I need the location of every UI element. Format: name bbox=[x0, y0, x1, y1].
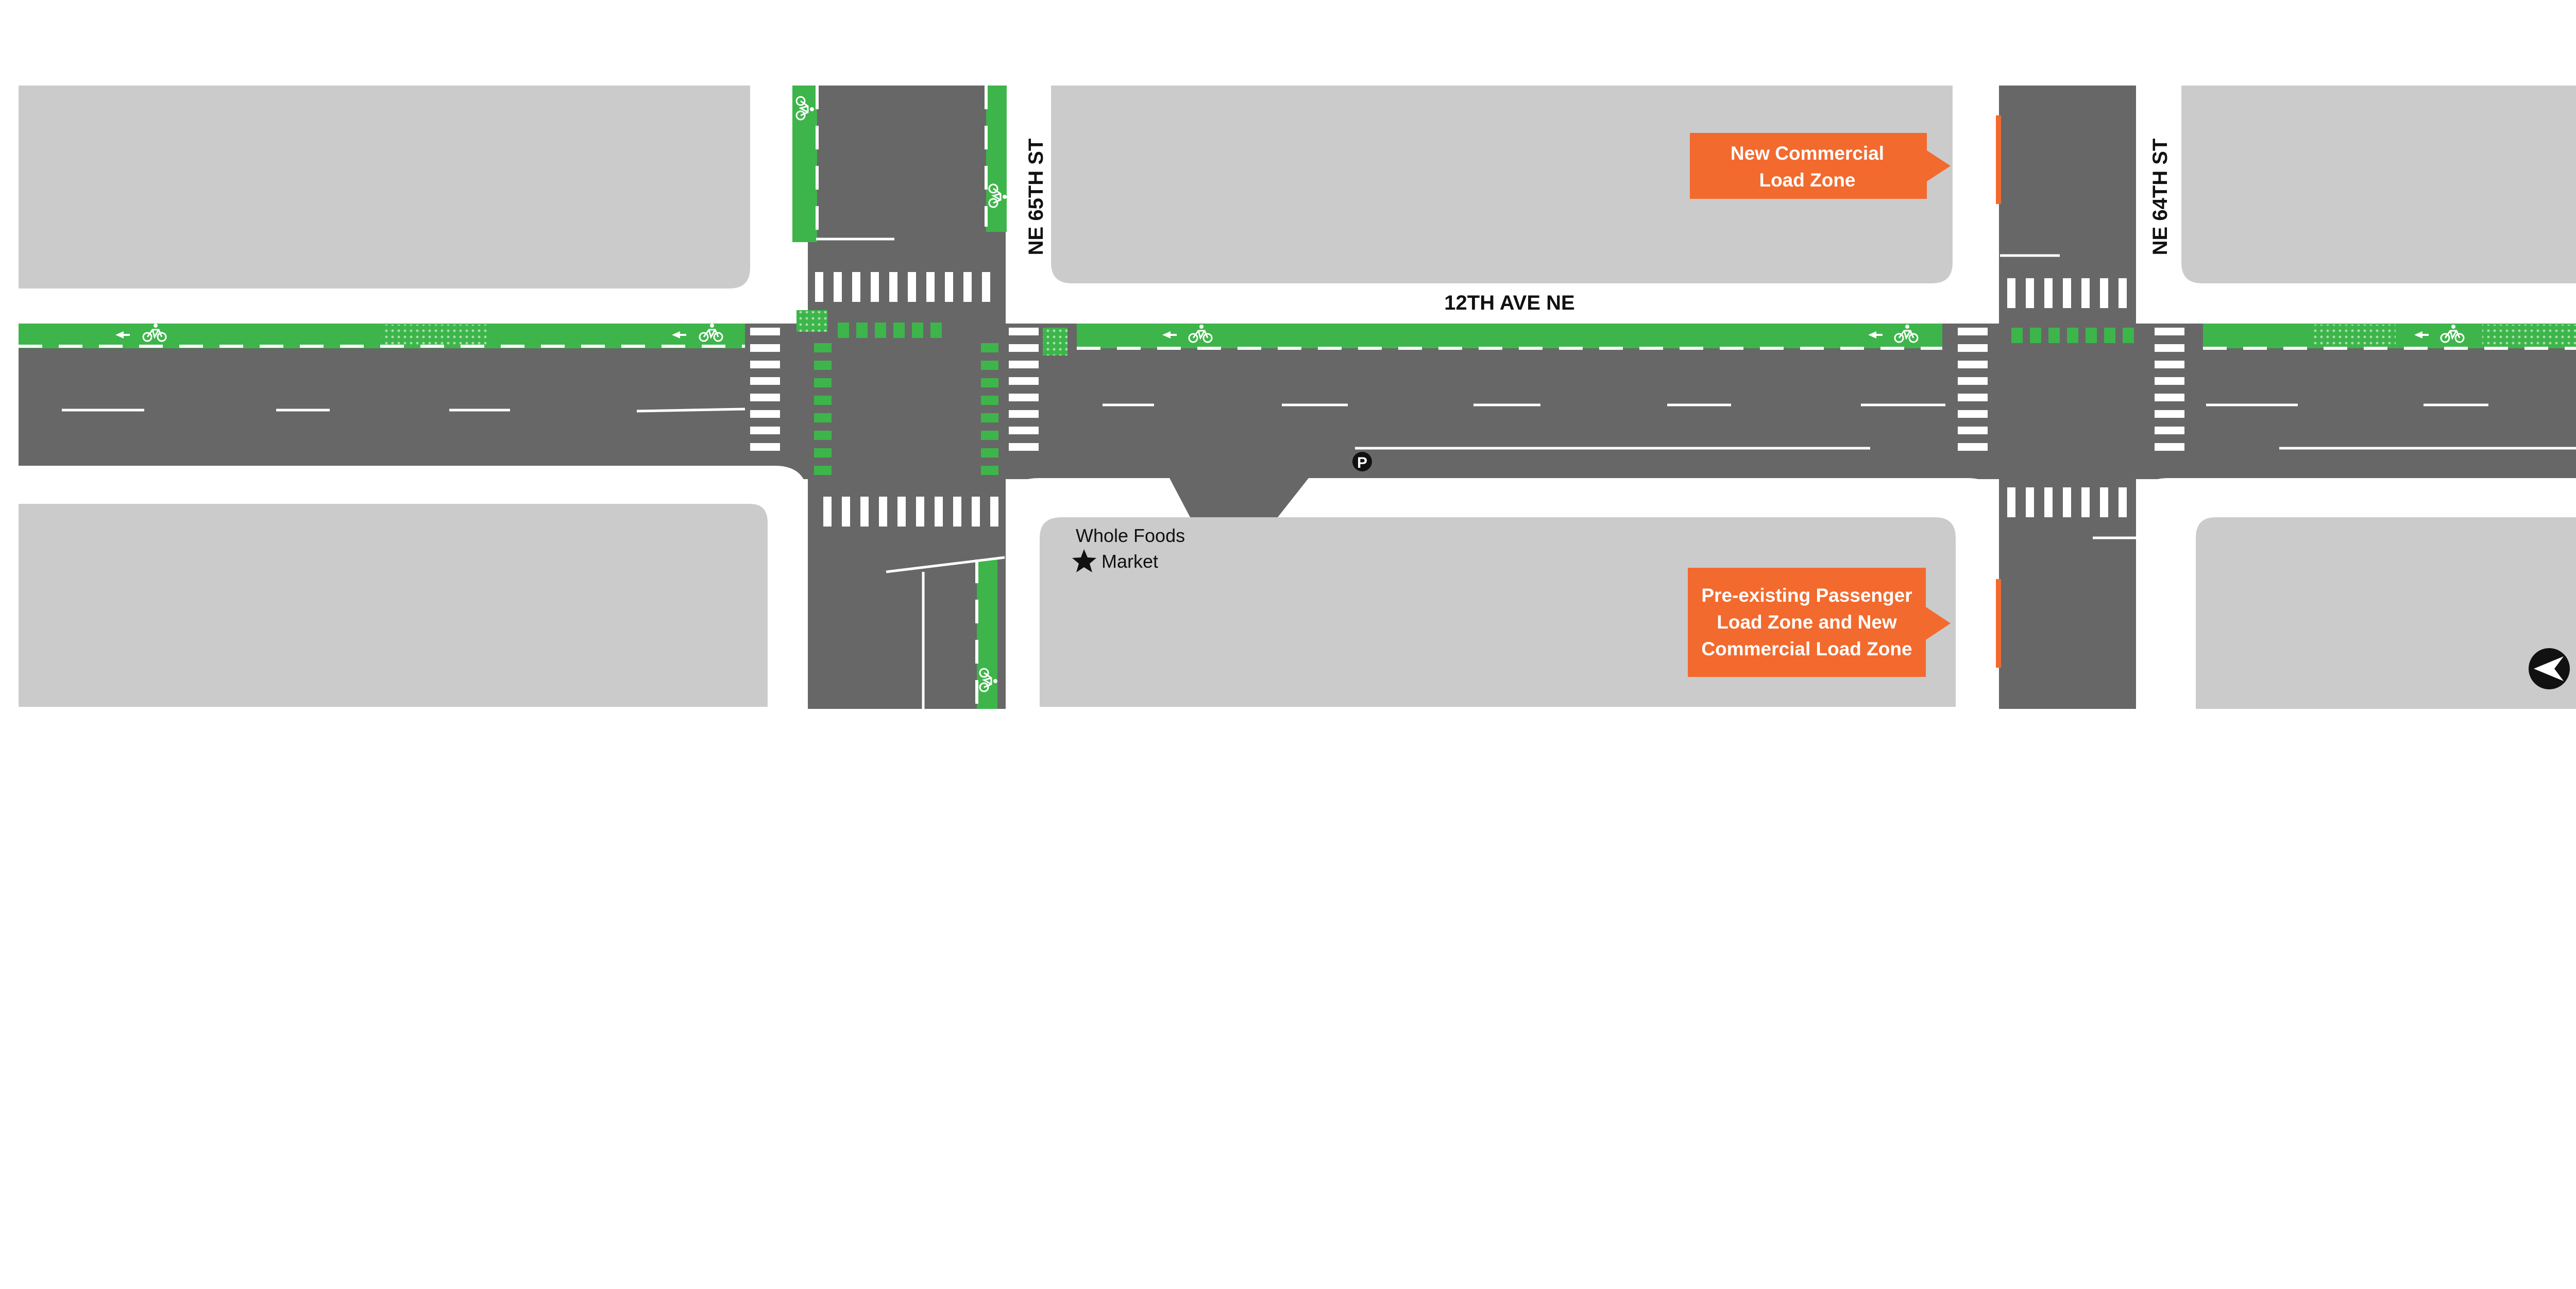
callout-north-line1: New Commercial bbox=[1731, 143, 1884, 164]
poi-name-line2: Market bbox=[1101, 551, 1158, 572]
bike-lane-middle bbox=[1077, 324, 1942, 348]
callout-south-line3: Commercial Load Zone bbox=[1701, 638, 1912, 659]
callout-north-line2: Load Zone bbox=[1759, 169, 1855, 191]
ne-64th-st-roadway bbox=[1999, 86, 2136, 709]
callout-south-line1: Pre-existing Passenger bbox=[1701, 585, 1912, 606]
callout-passenger-and-commercial-load-zone: Pre-existing Passenger Load Zone and New… bbox=[1688, 568, 1951, 677]
bike-lane-lines bbox=[19, 86, 2576, 709]
parking-symbol: P bbox=[1357, 454, 1367, 471]
curb-corners bbox=[19, 86, 2576, 709]
bike-lane-65th-north-west bbox=[792, 86, 817, 242]
bike-lane-conflict-zone bbox=[381, 325, 489, 346]
street-label-ne-64th-st: NE 64TH ST bbox=[2149, 139, 2172, 256]
bike-lane-conflict-zone-east bbox=[2313, 325, 2396, 346]
bike-crossing-markings bbox=[814, 323, 2134, 475]
bike-lane-conflict-zone-east-2 bbox=[2482, 325, 2576, 346]
load-zone-curb-south bbox=[1996, 579, 2001, 668]
north-arrow-icon bbox=[2529, 648, 2570, 689]
lane-markings bbox=[62, 238, 2576, 709]
star-icon bbox=[1072, 549, 1096, 572]
driveway bbox=[1170, 478, 1309, 518]
bike-box-65th bbox=[796, 310, 827, 332]
callout-south-line2: Load Zone and New bbox=[1717, 612, 1897, 633]
bike-lane-65th-north-east bbox=[986, 86, 1007, 232]
block-northeast bbox=[2181, 86, 2576, 283]
block-southeast bbox=[2196, 517, 2576, 709]
callout-new-commercial-load-zone: New Commercial Load Zone bbox=[1690, 133, 1951, 199]
bike-box-65th-east bbox=[1043, 328, 1067, 355]
poi-name-line1: Whole Foods bbox=[1076, 525, 1185, 546]
block-southwest bbox=[19, 504, 768, 707]
street-label-12th-ave-ne: 12TH AVE NE bbox=[1444, 292, 1574, 314]
parking-icon: P bbox=[1352, 452, 1372, 471]
load-zone-curb-north bbox=[1996, 115, 2001, 204]
crosswalks bbox=[750, 272, 2184, 527]
poi-whole-foods: Whole Foods Market bbox=[1072, 525, 1185, 572]
street-label-ne-65th-st: NE 65TH ST bbox=[1025, 139, 1047, 256]
ne-65th-st-roadway bbox=[808, 86, 1006, 709]
bike-lanes bbox=[19, 86, 2576, 709]
block-northwest bbox=[19, 86, 750, 289]
